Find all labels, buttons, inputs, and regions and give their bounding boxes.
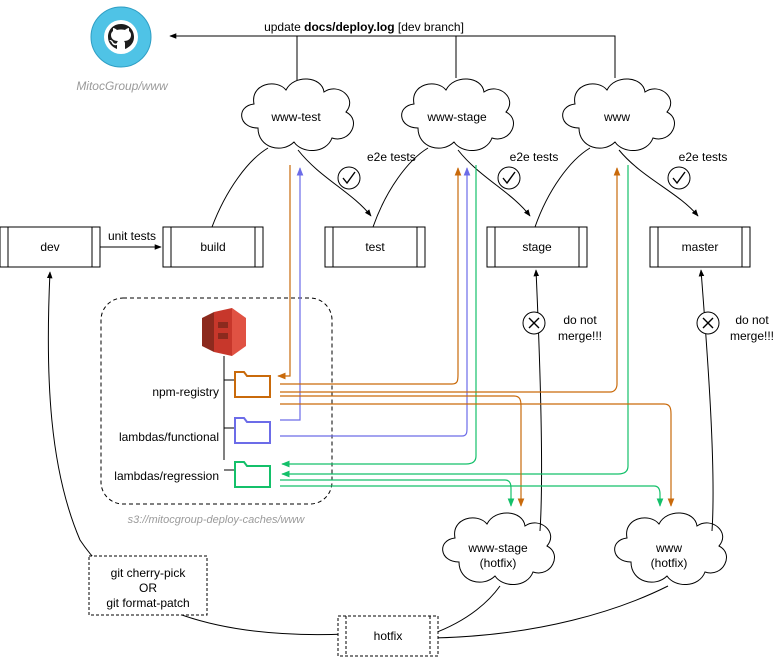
www-hotfix-to-master-edge xyxy=(698,269,714,532)
cloud-www-stage-hotfix-label-2: (hotfix) xyxy=(480,556,517,570)
unit-tests-label: unit tests xyxy=(108,229,156,243)
node-test-label: test xyxy=(365,240,385,254)
folder-icon xyxy=(234,371,271,398)
e2e-tests-label-2: e2e tests xyxy=(510,150,559,164)
folder-icon xyxy=(234,461,271,488)
do-not-merge-label-1a: do not xyxy=(563,313,597,327)
cross-icon xyxy=(522,311,546,335)
s3-bucket-icon xyxy=(202,308,246,356)
cloud-www-hotfix-label-1: www xyxy=(655,541,682,555)
cherry-pick-box xyxy=(88,555,208,616)
build-to-www-test-edge xyxy=(211,147,269,228)
www-stage-to-stage-edge xyxy=(457,149,531,217)
cross-icon xyxy=(696,311,720,335)
npm-cache-arrow-www-test xyxy=(277,165,291,380)
www-test-to-test-edge xyxy=(297,149,372,217)
npm-cache-arrow-www-stage xyxy=(280,167,462,385)
stage-to-www-edge xyxy=(534,147,591,228)
node-test xyxy=(324,226,426,268)
regression-cache-arrow-www-hotfix xyxy=(280,485,664,507)
check-icon xyxy=(497,166,521,190)
folder-icon xyxy=(234,417,271,444)
check-icon xyxy=(337,166,361,190)
node-stage xyxy=(486,226,588,268)
lambdas-functional-label: lambdas/functional xyxy=(119,430,219,444)
update-log-label: update docs/deploy.log [dev branch] xyxy=(264,20,464,34)
e2e-tests-label-3: e2e tests xyxy=(679,150,728,164)
hotfix-to-stage-hotfix-edge xyxy=(431,585,501,635)
github-logo xyxy=(90,6,152,68)
cherry-pick-label-1: git cherry-pick xyxy=(111,566,187,580)
regression-cache-arrow-stage-hotfix xyxy=(280,479,515,507)
s3-caption: s3://mitocgroup-deploy-caches/www xyxy=(128,514,306,526)
node-stage-label: stage xyxy=(522,240,552,254)
hotfix-to-www-hotfix-edge xyxy=(431,585,669,639)
cherry-pick-label-3: git format-patch xyxy=(106,596,189,610)
cloud-www-test-label: www-test xyxy=(270,110,321,124)
npm-cache-arrow-www xyxy=(280,167,621,393)
node-build xyxy=(162,226,264,268)
github-repo-label: MitocGroup/www xyxy=(76,79,169,93)
www-to-master-edge xyxy=(618,149,699,217)
s3-branches xyxy=(224,379,234,471)
do-not-merge-label-2b: merge!!! xyxy=(730,329,774,343)
check-icon xyxy=(667,166,691,190)
node-hotfix xyxy=(337,615,439,657)
test-to-www-stage-edge xyxy=(372,147,429,228)
node-dev-label: dev xyxy=(40,240,59,254)
regression-cache-arrow-www xyxy=(281,165,629,478)
cloud-www-label: www xyxy=(603,110,630,124)
github-octocat-icon xyxy=(108,24,134,49)
do-not-merge-label-2a: do not xyxy=(735,313,769,327)
stage-hotfix-to-stage-edge xyxy=(533,269,543,532)
npm-registry-label: npm-registry xyxy=(152,385,219,399)
lambdas-regression-label: lambdas/regression xyxy=(114,469,219,483)
hotfix-to-dev-edge xyxy=(46,271,347,636)
functional-cache-arrow-www-test xyxy=(280,167,304,421)
npm-cache-arrow-www-hotfix xyxy=(280,403,675,507)
node-hotfix-label: hotfix xyxy=(374,629,403,643)
update-log-edge xyxy=(169,33,616,87)
node-master xyxy=(649,226,751,268)
regression-cache-arrow-www-stage xyxy=(281,165,477,468)
node-master-label: master xyxy=(682,240,719,254)
cloud-www-hotfix-label-2: (hotfix) xyxy=(651,556,688,570)
s3-group xyxy=(100,297,333,505)
cherry-pick-label-2: OR xyxy=(139,581,157,595)
cloud-www-stage-label: www-stage xyxy=(426,110,487,124)
node-build-label: build xyxy=(200,240,225,254)
npm-cache-arrow-stage-hotfix xyxy=(280,395,525,507)
cloud-www-stage-hotfix-label-1: www-stage xyxy=(467,541,528,555)
functional-cache-arrow-www-stage xyxy=(280,167,471,437)
do-not-merge-label-1b: merge!!! xyxy=(558,329,602,343)
e2e-tests-label-1: e2e tests xyxy=(367,150,416,164)
